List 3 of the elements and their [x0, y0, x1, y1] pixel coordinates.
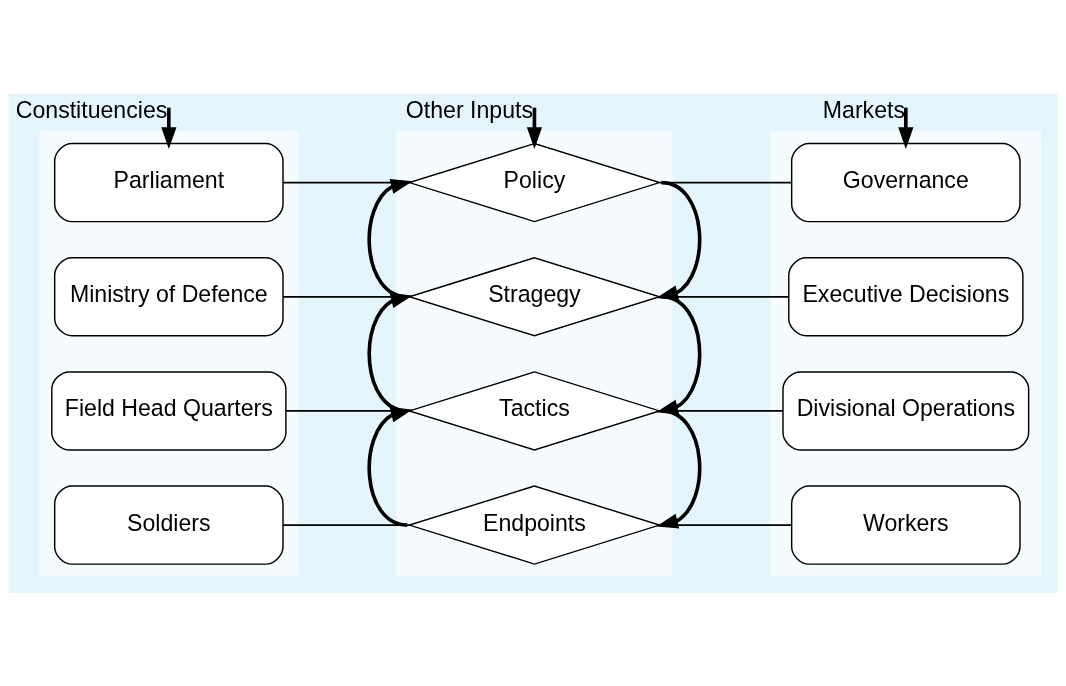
edge-label: Markets: [822, 96, 906, 123]
edge-label: Constituencies: [15, 96, 168, 123]
edge-label: Other Inputs: [405, 96, 533, 123]
